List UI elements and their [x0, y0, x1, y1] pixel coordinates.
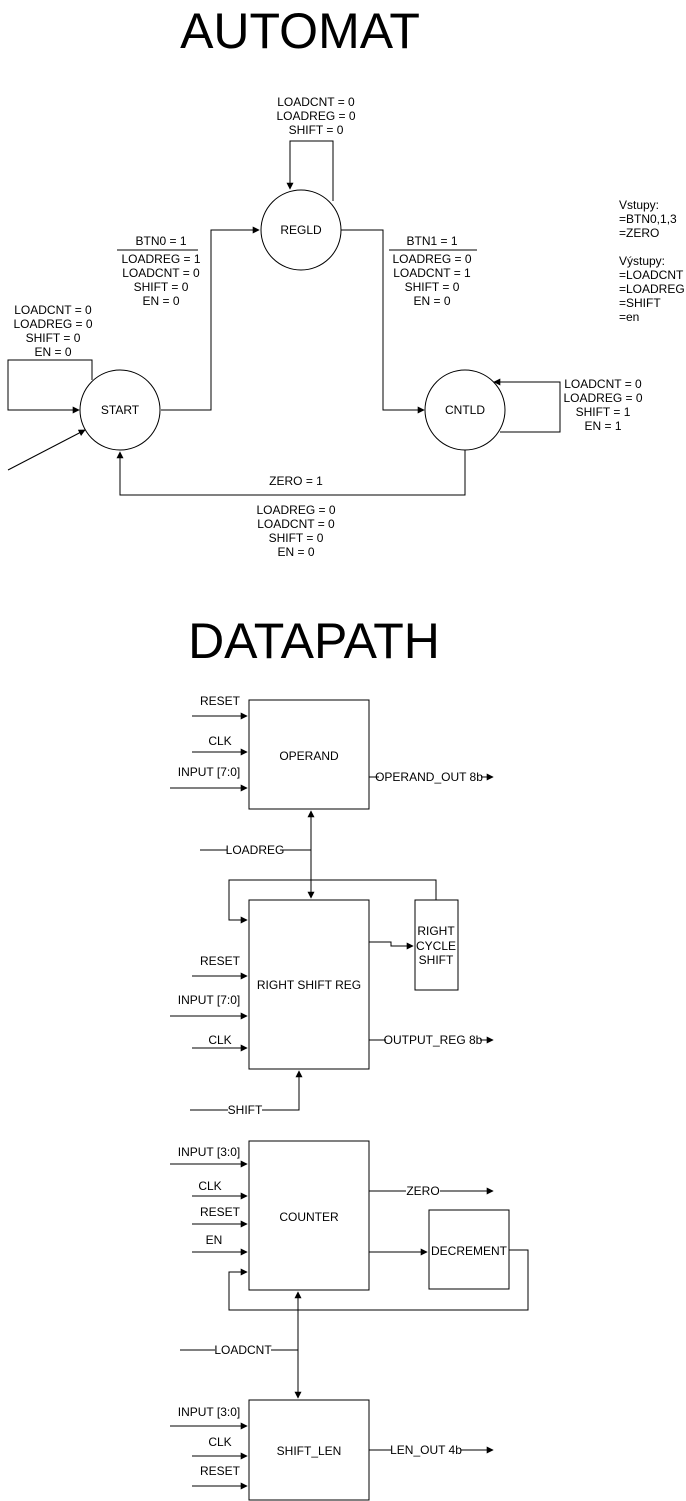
operand-input-label: INPUT [7:0] — [178, 765, 240, 779]
regld-to-cntld-shift: SHIFT = 0 — [405, 280, 460, 294]
transition-cntld-to-start: ZERO = 1 LOADREG = 0 LOADCNT = 0 SHIFT =… — [116, 450, 466, 559]
cntld-to-start-condition: ZERO = 1 — [269, 474, 323, 488]
cntld-self-loop: LOADCNT = 0 LOADREG = 0 SHIFT = 1 EN = 1 — [493, 377, 643, 433]
state-cntld: CNTLD — [424, 369, 506, 451]
legend-output-loadcnt: =LOADCNT — [619, 268, 684, 282]
shift-signal: SHIFT — [190, 1070, 303, 1117]
cntld-loop-loadcnt: LOADCNT = 0 — [564, 377, 642, 391]
cntld-loop-en: EN = 1 — [584, 419, 621, 433]
block-right-shift-reg: RIGHT SHIFT REG RESET INPUT [7:0] CLK OU… — [170, 899, 494, 1070]
cycle-shift-label-3: SHIFT — [419, 953, 454, 967]
regld-to-cntld-loadreg: LOADREG = 0 — [392, 252, 471, 266]
cycle-shift-label-2: CYCLE — [416, 939, 456, 953]
regld-loop-shift: SHIFT = 0 — [289, 123, 344, 137]
state-cntld-label: CNTLD — [445, 403, 485, 417]
counter-zero-label: ZERO — [406, 1184, 439, 1198]
cntld-loop-loadreg: LOADREG = 0 — [563, 391, 642, 405]
regld-to-cntld-en: EN = 0 — [413, 294, 450, 308]
transition-start-to-regld: BTN0 = 1 LOADREG = 1 LOADCNT = 0 SHIFT =… — [117, 226, 260, 411]
cntld-to-start-en: EN = 0 — [277, 545, 314, 559]
counter-reset-label: RESET — [200, 1205, 241, 1219]
cycle-shift-label-1: RIGHT — [417, 924, 455, 938]
transition-regld-to-cntld: BTN1 = 1 LOADREG = 0 LOADCNT = 1 SHIFT =… — [341, 229, 477, 414]
counter-en-label: EN — [206, 1233, 223, 1247]
shift-len-clk-label: CLK — [208, 1435, 231, 1449]
operand-output-label: OPERAND_OUT 8b — [375, 770, 483, 784]
start-loop-shift: SHIFT = 0 — [26, 331, 81, 345]
regld-to-cntld-condition: BTN1 = 1 — [406, 234, 457, 248]
legend-output-loadreg: =LOADREG — [619, 282, 685, 296]
regld-loop-loadcnt: LOADCNT = 0 — [277, 95, 355, 109]
legend-output-shift: =SHIFT — [619, 296, 661, 310]
legend-outputs-title: Výstupy: — [619, 254, 665, 268]
start-loop-loadcnt: LOADCNT = 0 — [14, 303, 92, 317]
loadreg-signal: LOADREG — [200, 810, 315, 899]
start-loop-en: EN = 0 — [34, 345, 71, 359]
block-operand: OPERAND RESET CLK INPUT [7:0] OPERAND_OU… — [170, 694, 494, 810]
start-to-regld-shift: SHIFT = 0 — [134, 280, 189, 294]
regld-to-cntld-loadcnt: LOADCNT = 1 — [393, 266, 471, 280]
block-right-cycle-shift: RIGHT CYCLE SHIFT — [414, 899, 459, 991]
shift-reg-output-label: OUTPUT_REG 8b — [384, 1033, 483, 1047]
state-start: START — [79, 369, 161, 451]
shift-len-reset-label: RESET — [200, 1464, 241, 1478]
legend-inputs-title: Vstupy: — [619, 198, 659, 212]
initial-state-arrow — [7, 429, 86, 471]
loadreg-label: LOADREG — [226, 843, 285, 857]
loadcnt-label: LOADCNT — [214, 1343, 272, 1357]
datapath-title: DATAPATH — [188, 613, 440, 669]
cntld-loop-shift: SHIFT = 1 — [576, 405, 631, 419]
block-decrement: DECREMENT — [228, 1209, 529, 1311]
start-to-regld-condition: BTN0 = 1 — [135, 234, 186, 248]
regld-self-loop: LOADCNT = 0 LOADREG = 0 SHIFT = 0 — [276, 95, 356, 201]
cntld-to-start-loadcnt: LOADCNT = 0 — [257, 517, 335, 531]
legend-input-zero: =ZERO — [619, 226, 659, 240]
cntld-to-start-shift: SHIFT = 0 — [269, 531, 324, 545]
state-regld: REGLD — [260, 189, 342, 271]
shift-reg-label: RIGHT SHIFT REG — [257, 978, 361, 992]
shift-len-input-label: INPUT [3:0] — [178, 1405, 240, 1419]
legend-input-btn: =BTN0,1,3 — [619, 212, 677, 226]
state-start-label: START — [101, 403, 140, 417]
shift-label: SHIFT — [228, 1103, 263, 1117]
regld-loop-loadreg: LOADREG = 0 — [276, 109, 355, 123]
counter-label: COUNTER — [279, 1210, 339, 1224]
shift-len-label: SHIFT_LEN — [277, 1444, 342, 1458]
operand-label: OPERAND — [279, 749, 339, 763]
start-self-loop: LOADCNT = 0 LOADREG = 0 SHIFT = 0 EN = 0 — [7, 303, 93, 414]
block-shift-len: SHIFT_LEN INPUT [3:0] CLK RESET LEN_OUT … — [170, 1399, 494, 1501]
cntld-to-start-loadreg: LOADREG = 0 — [256, 503, 335, 517]
cycle-feedback-line — [228, 879, 437, 924]
operand-reset-label: RESET — [200, 694, 241, 708]
shift-reg-input-label: INPUT [7:0] — [178, 993, 240, 1007]
start-to-regld-loadreg: LOADREG = 1 — [121, 252, 200, 266]
state-regld-label: REGLD — [280, 223, 322, 237]
automat-title: AUTOMAT — [180, 3, 420, 59]
counter-input-label: INPUT [3:0] — [178, 1145, 240, 1159]
legend: Vstupy: =BTN0,1,3 =ZERO Výstupy: =LOADCN… — [619, 198, 685, 324]
block-counter: COUNTER INPUT [3:0] CLK RESET EN ZERO — [170, 1140, 494, 1291]
loadcnt-signal: LOADCNT — [180, 1291, 302, 1399]
counter-clk-label: CLK — [198, 1179, 221, 1193]
legend-output-en: =en — [619, 310, 639, 324]
decrement-label: DECREMENT — [431, 1244, 508, 1258]
start-to-regld-en: EN = 0 — [142, 294, 179, 308]
shift-reg-reset-label: RESET — [200, 954, 241, 968]
start-to-regld-loadcnt: LOADCNT = 0 — [122, 266, 200, 280]
shift-len-output-label: LEN_OUT 4b — [390, 1443, 462, 1457]
start-loop-loadreg: LOADREG = 0 — [13, 317, 92, 331]
shift-reg-clk-label: CLK — [208, 1033, 231, 1047]
operand-clk-label: CLK — [208, 734, 231, 748]
